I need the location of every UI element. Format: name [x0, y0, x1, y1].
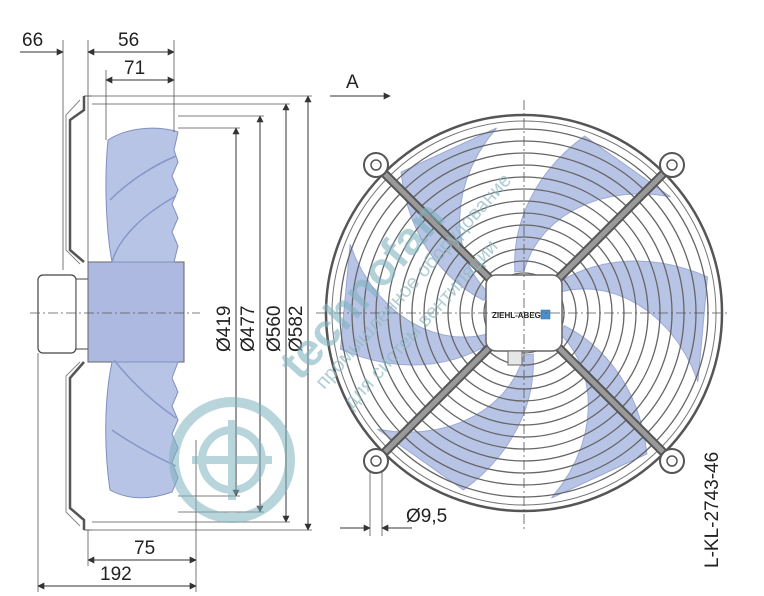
guard-side-profile-inner: [65, 99, 81, 527]
side-dimensions: 66 56 71 75 192 Ø419 Ø477 Ø560: [20, 30, 312, 592]
drawing-code: L-KL-2743-46: [702, 452, 723, 568]
dim-66: 66: [22, 30, 43, 51]
view-label: A: [346, 72, 359, 93]
mounting-holes: [363, 152, 685, 474]
dim-dia419: Ø419: [214, 306, 235, 352]
guard-side-profile: [68, 96, 86, 530]
fan-blade: [514, 135, 671, 273]
motor-body: [37, 274, 77, 354]
brand-label: ZIEHL-ABEGG: [492, 311, 547, 320]
view-arrow-a: A: [330, 72, 391, 100]
dim-dia582: Ø582: [286, 306, 307, 352]
dim-dia477: Ø477: [238, 306, 259, 352]
fan-blade: [377, 353, 534, 491]
blade-side-lower: [105, 361, 179, 499]
dim-192: 192: [100, 564, 132, 585]
fan-blade: [554, 260, 709, 382]
blade-side-upper-3: [109, 155, 177, 201]
dim-75: 75: [134, 538, 155, 559]
hole-dimension: Ø9,5: [340, 470, 447, 536]
hub: [87, 261, 185, 363]
cable-gland: [507, 350, 523, 366]
dim-hole: Ø9,5: [406, 506, 447, 527]
watermark-logo: [169, 397, 295, 523]
blade-side-upper: [105, 127, 179, 263]
side-view: [30, 95, 200, 531]
blade-side-upper-2: [111, 195, 177, 263]
blade-side-lower-2: [113, 359, 177, 419]
dim-56: 56: [118, 30, 139, 51]
dim-71: 71: [124, 58, 145, 79]
fan-blade: [339, 244, 494, 366]
front-view: ZIEHL-ABEGG: [316, 100, 730, 530]
dim-dia560: Ø560: [264, 306, 285, 352]
motor-flange: [75, 278, 89, 350]
